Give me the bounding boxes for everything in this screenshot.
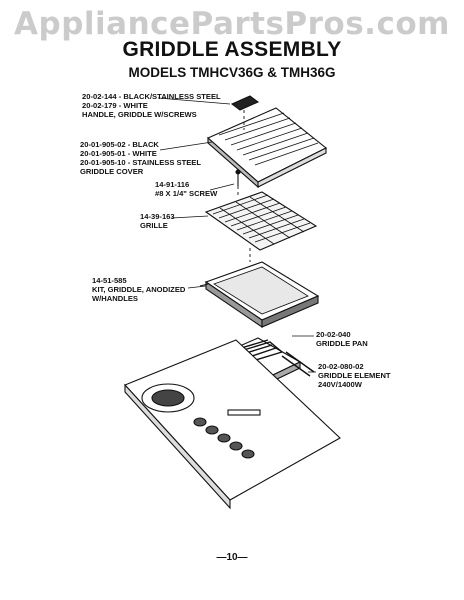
- page-number: —10—: [216, 552, 248, 563]
- label-grille: 14-39-163 GRILLE: [140, 212, 175, 230]
- diagram-title: GRIDDLE ASSEMBLY: [122, 38, 342, 61]
- label-griddle-kit: 14-51-585 KIT, GRIDDLE, ANODIZED W/HANDL…: [92, 276, 186, 303]
- label-griddle-handle: 20-02-144 - BLACK/STAINLESS STEEL 20-02-…: [82, 92, 221, 119]
- label-griddle-pan: 20-02-040 GRIDDLE PAN: [316, 330, 368, 348]
- grille: [204, 191, 318, 251]
- label-screw: 14-91-116 #8 X 1/4" SCREW: [155, 180, 218, 198]
- diagram-subtitle: MODELS TMHCV36G & TMH36G: [128, 65, 336, 80]
- label-griddle-element: 20-02-080-02 GRIDDLE ELEMENT 240V/1400W: [318, 362, 391, 389]
- range-top: [124, 339, 341, 510]
- watermark: AppliancePartsPros.com: [14, 6, 450, 42]
- label-griddle-cover: 20-01-905-02 - BLACK 20-01-905-01 - WHIT…: [80, 140, 201, 176]
- griddle-cover: [206, 107, 328, 189]
- griddle-kit: [199, 261, 320, 329]
- screw: [235, 169, 241, 186]
- griddle-handle: [230, 95, 260, 111]
